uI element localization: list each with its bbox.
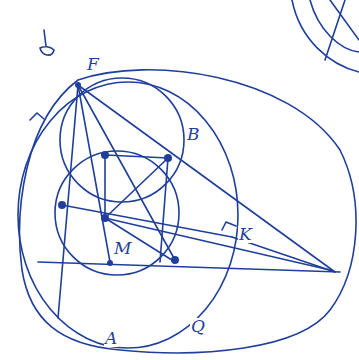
scribble <box>40 30 54 55</box>
line <box>104 155 106 218</box>
right-angle-mark <box>222 222 236 230</box>
line <box>105 158 168 218</box>
point-label: Q <box>190 318 206 335</box>
line <box>78 85 175 260</box>
line <box>38 262 340 272</box>
line <box>78 85 335 272</box>
line <box>58 85 78 318</box>
point-label: A <box>104 330 118 347</box>
line <box>105 218 330 270</box>
inner-circle <box>55 151 179 275</box>
point-label: F <box>86 56 100 73</box>
partial-figure <box>292 0 359 72</box>
line <box>160 158 168 262</box>
point-label: M <box>113 240 132 257</box>
line <box>78 85 110 262</box>
line <box>105 155 168 158</box>
point-label: K <box>238 226 253 243</box>
right-angle-mark <box>30 113 44 120</box>
line <box>62 205 232 237</box>
line <box>105 218 175 262</box>
point-label: B <box>186 126 201 143</box>
points <box>58 82 179 266</box>
outer-loop <box>20 70 356 353</box>
